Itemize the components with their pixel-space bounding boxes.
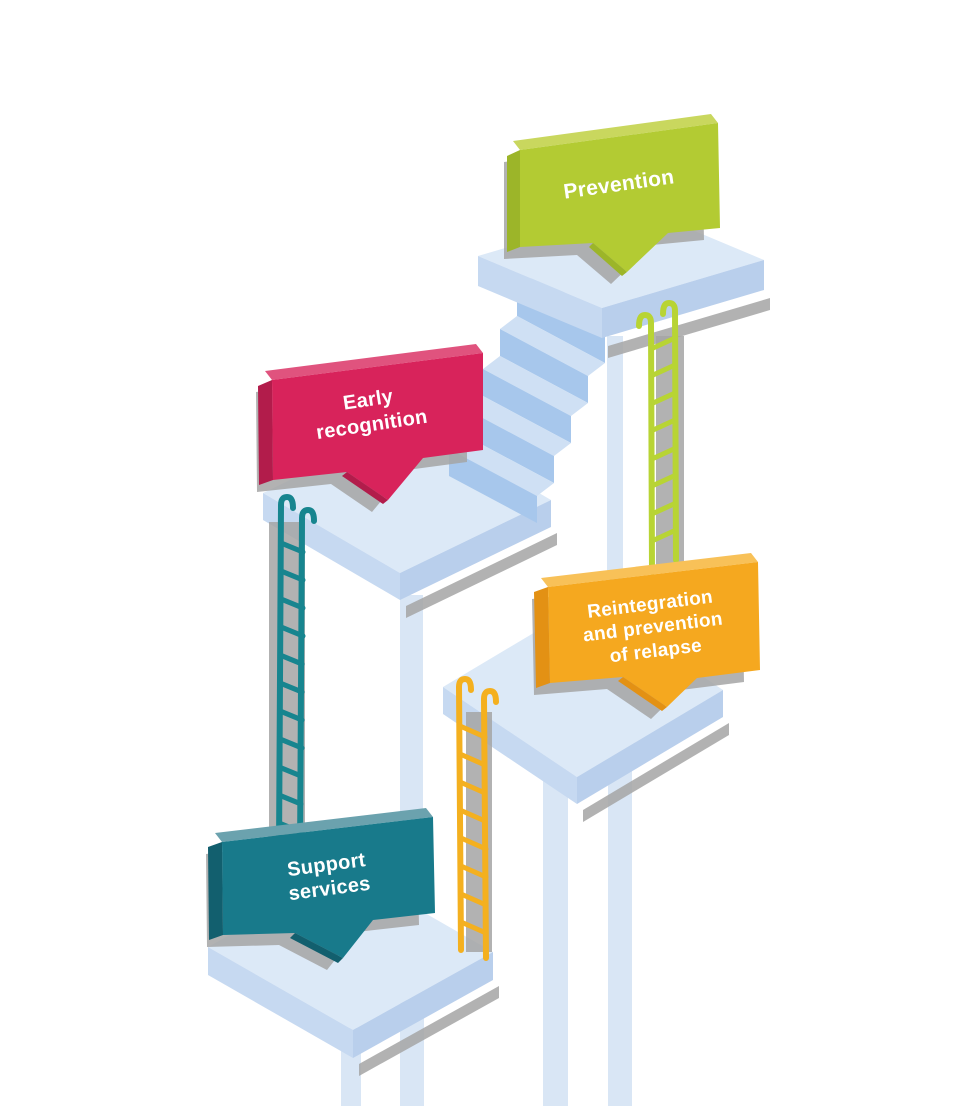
banner-tail-facet — [618, 677, 667, 711]
platform-front-right — [353, 952, 493, 1058]
reintegration-banner — [532, 553, 760, 719]
ladder-rail — [481, 688, 499, 961]
ladder-rungs — [457, 723, 489, 936]
platform-front-left — [263, 493, 400, 600]
banner-bevel — [513, 114, 718, 150]
reintegration-leg-left — [543, 780, 568, 1106]
ladder-rail — [660, 300, 679, 563]
ladder-rail — [297, 507, 317, 861]
ladder-rail — [636, 312, 655, 575]
prevention-platform-leg — [607, 336, 623, 586]
banner-side — [258, 380, 273, 485]
platform-front-left — [478, 256, 602, 338]
platform-shadow — [583, 723, 729, 822]
yellow-ladder — [456, 676, 499, 961]
banner-tail-facet — [342, 472, 388, 504]
banner-side — [507, 150, 520, 252]
platform-front-right — [400, 500, 551, 600]
platform-front-left — [208, 947, 353, 1058]
reintegration-leg-right — [608, 768, 632, 1106]
banner-bevel — [215, 808, 433, 842]
platform-front-right — [577, 690, 723, 804]
banner-tail-facet — [589, 243, 627, 276]
banner-face — [222, 817, 435, 958]
banner-face — [272, 353, 483, 500]
ladder-rail — [456, 676, 474, 953]
banner-bevel — [541, 553, 758, 587]
ladder-rungs — [648, 335, 679, 544]
banner-face — [520, 123, 720, 272]
banner-face — [548, 562, 760, 707]
teal-ladder — [276, 494, 317, 861]
banner-tail-facet — [290, 933, 343, 963]
prevention-banner — [504, 114, 720, 284]
banner-bevel — [265, 344, 483, 380]
support-services-banner — [206, 808, 435, 970]
banner-side — [208, 842, 223, 940]
green-ladder — [636, 300, 679, 575]
ladder-rail — [276, 494, 296, 853]
early-platform-leg — [400, 595, 423, 835]
ladder-rungs — [276, 540, 306, 835]
platform-shadow — [359, 986, 499, 1076]
platform-shadow — [406, 533, 557, 618]
banner-side — [534, 587, 550, 688]
early-recognition-banner — [256, 344, 483, 512]
